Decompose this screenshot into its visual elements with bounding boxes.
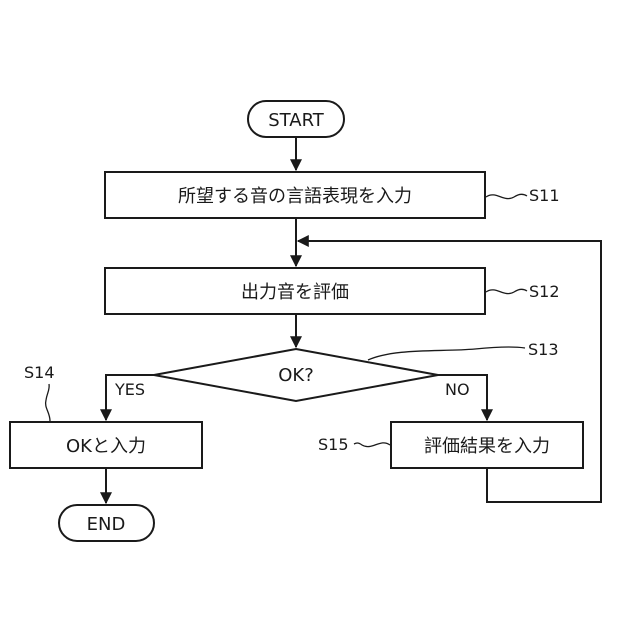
step-label-s12: S12 bbox=[529, 282, 560, 301]
leader-s11 bbox=[486, 194, 527, 198]
process-s12-text: 出力音を評価 bbox=[241, 282, 349, 303]
leader-s12 bbox=[486, 289, 527, 293]
leader-s15 bbox=[354, 443, 390, 447]
step-label-s13: S13 bbox=[528, 340, 559, 359]
step-label-s15: S15 bbox=[318, 435, 349, 454]
step-label-s14: S14 bbox=[24, 363, 55, 382]
leader-s14 bbox=[46, 384, 50, 421]
decision-s13-text: OK? bbox=[278, 365, 314, 386]
process-s11-text: 所望する音の言語表現を入力 bbox=[178, 186, 412, 207]
end-text: END bbox=[87, 514, 126, 535]
process-s15-text: 評価結果を入力 bbox=[424, 436, 550, 457]
leader-s13 bbox=[368, 347, 525, 360]
process-s14-text: OKと入力 bbox=[66, 436, 146, 457]
start-text: START bbox=[268, 110, 325, 131]
step-label-s11: S11 bbox=[529, 186, 560, 205]
branch-no-label: NO bbox=[445, 380, 470, 399]
branch-yes-label: YES bbox=[114, 380, 145, 399]
